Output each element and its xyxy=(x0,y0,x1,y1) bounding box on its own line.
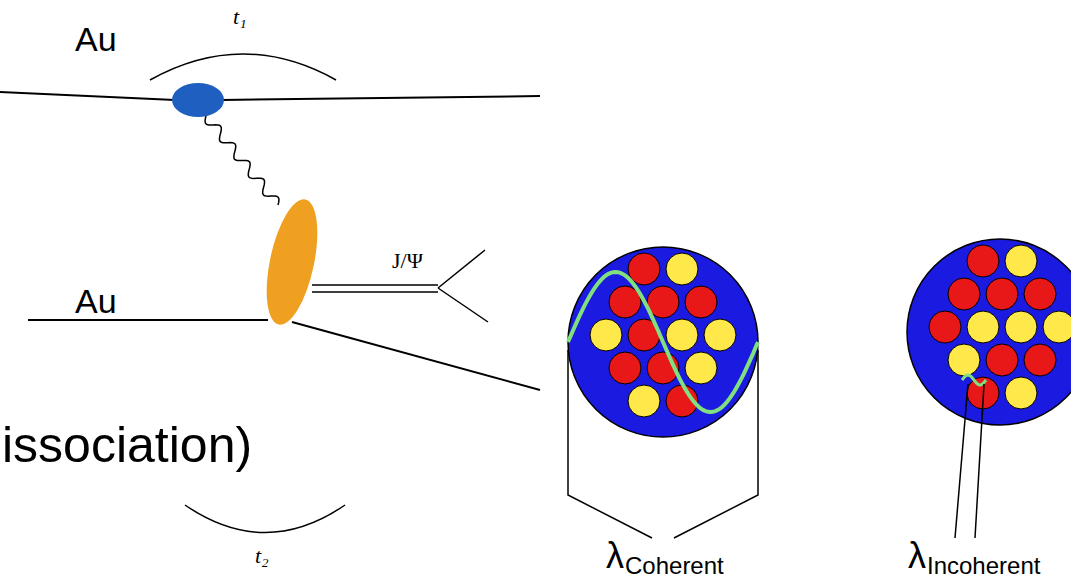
nucleus-line xyxy=(28,319,268,321)
nucleus-line xyxy=(292,322,540,390)
incoherent-wave xyxy=(962,375,986,385)
momentum-label: t₁ xyxy=(233,6,247,28)
title-fragment: issociation) xyxy=(2,420,252,470)
lambda-subscript: Coherent xyxy=(625,554,724,578)
nucleus-label: Au xyxy=(75,284,117,318)
nucleus-line xyxy=(0,92,175,100)
lambda-symbol: λ xyxy=(606,538,624,574)
lambda-subscript: Incoherent xyxy=(927,554,1040,578)
nucleus-line xyxy=(222,96,540,100)
nucleus-outline xyxy=(907,239,1071,425)
nucleon xyxy=(628,385,660,417)
nucleon xyxy=(967,311,999,343)
nucleus-outline xyxy=(568,247,758,437)
nucleon xyxy=(1005,245,1037,277)
jpsi-line xyxy=(312,285,438,292)
nucleon xyxy=(666,319,698,351)
wavelength-bracket xyxy=(955,384,984,538)
nucleus-disc xyxy=(907,239,1071,425)
nucleus-incoherent xyxy=(907,239,1071,425)
nucleon xyxy=(1024,278,1056,310)
particle-label: J/Ψ xyxy=(392,250,423,272)
wavelength-bracket xyxy=(568,350,758,538)
nucleon xyxy=(929,311,961,343)
nucleon xyxy=(666,253,698,285)
nucleon xyxy=(609,352,641,384)
nucleon xyxy=(986,278,1018,310)
nucleon xyxy=(1043,311,1071,343)
nucleon xyxy=(1024,344,1056,376)
nucleon xyxy=(948,344,980,376)
nucleon xyxy=(590,319,622,351)
nucleon xyxy=(986,344,1018,376)
lambda-symbol: λ xyxy=(908,538,926,574)
nucleon xyxy=(1005,311,1037,343)
nucleus-coherent xyxy=(568,247,758,437)
nucleus-disc xyxy=(568,247,758,437)
coherent-wave xyxy=(568,272,758,412)
nucleon xyxy=(948,278,980,310)
pomeron-blob xyxy=(257,195,327,329)
momentum-label: t₂ xyxy=(255,545,269,567)
nucleon xyxy=(685,352,717,384)
nucleon xyxy=(704,319,736,351)
photon-line xyxy=(205,116,279,205)
momentum-arc xyxy=(185,505,345,533)
nucleon xyxy=(967,245,999,277)
decay-lines xyxy=(438,250,488,322)
nucleus-label: Au xyxy=(75,22,117,56)
momentum-arc xyxy=(150,54,336,80)
nucleon xyxy=(685,286,717,318)
photon-vertex xyxy=(172,83,224,117)
nucleon xyxy=(1005,377,1037,409)
